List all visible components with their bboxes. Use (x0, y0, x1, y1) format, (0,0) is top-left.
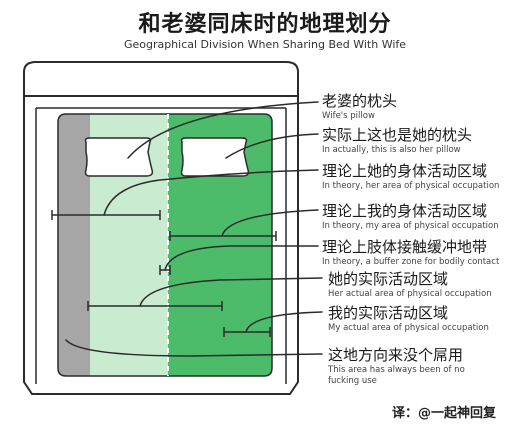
her-actual-bracket (87, 301, 223, 311)
label-her-actual-area: 她的实际活动区域 Her actual area of physical occ… (328, 270, 492, 300)
leader-buffer (164, 245, 319, 271)
label-unused-area: 这地方向来没个屌用 This area has always been of n… (328, 346, 488, 387)
my-actual-bracket (223, 327, 271, 337)
leader-my-theory (221, 209, 319, 237)
headboard (23, 61, 299, 96)
leader-wife-pillow (127, 101, 319, 159)
label-cn: 这地方向来没个屌用 (328, 346, 464, 364)
label-en: Wife's pillow (322, 111, 375, 121)
label-cn: 她的实际活动区域 (328, 270, 449, 288)
label-en: Her actual area of physical occupation (328, 289, 492, 299)
label-en: In theory, my area of physical occupatio… (322, 221, 499, 231)
label-en: In theory, a buffer zone for bodily cont… (322, 257, 500, 267)
label-cn: 老婆的枕头 (322, 92, 398, 110)
leader-also-her-pillow (225, 133, 319, 159)
leader-unused (65, 339, 323, 357)
label-cn: 理论上我的身体活动区域 (322, 202, 488, 220)
page-title: 和老婆同床时的地理划分 (138, 12, 392, 37)
leader-my-actual (245, 311, 323, 333)
leader-her-theory (103, 169, 319, 216)
label-cn: 实际上这也是她的枕头 (322, 126, 473, 144)
wife-pillow (84, 137, 154, 177)
label-en: In theory, her area of physical occupati… (322, 181, 500, 191)
also-her-pillow (180, 137, 250, 177)
label-her-theory-area: 理论上她的身体活动区域 In theory, her area of physi… (322, 162, 499, 192)
label-wife-pillow: 老婆的枕头 Wife's pillow (322, 92, 397, 122)
unused-zone (58, 114, 90, 376)
mattress-outline (57, 113, 273, 377)
my-theory-bracket (169, 231, 277, 241)
translator-credit: 译：@一起神回复 (392, 406, 497, 421)
page-subtitle: Geographical Division When Sharing Bed W… (123, 38, 407, 51)
label-my-theory-area: 理论上我的身体活动区域 In theory, my area of physic… (322, 202, 499, 232)
label-buffer-zone: 理论上肢体接触缓冲地带 In theory, a buffer zone for… (322, 238, 499, 268)
label-en: My actual area of physical occupation (328, 323, 489, 333)
label-en: This area has always been of no fucking … (328, 365, 465, 386)
label-cn: 理论上她的身体活动区域 (322, 162, 488, 180)
label-my-actual-area: 我的实际活动区域 My actual area of physical occu… (328, 304, 489, 334)
label-cn: 理论上肢体接触缓冲地带 (322, 238, 488, 256)
label-also-her-pillow: 实际上这也是她的枕头 In actually, this is also her… (322, 126, 472, 156)
label-cn: 我的实际活动区域 (328, 304, 449, 322)
label-en: In actually, this is also her pillow (322, 145, 461, 155)
leader-her-actual (139, 277, 323, 307)
her-theory-bracket (51, 210, 161, 220)
